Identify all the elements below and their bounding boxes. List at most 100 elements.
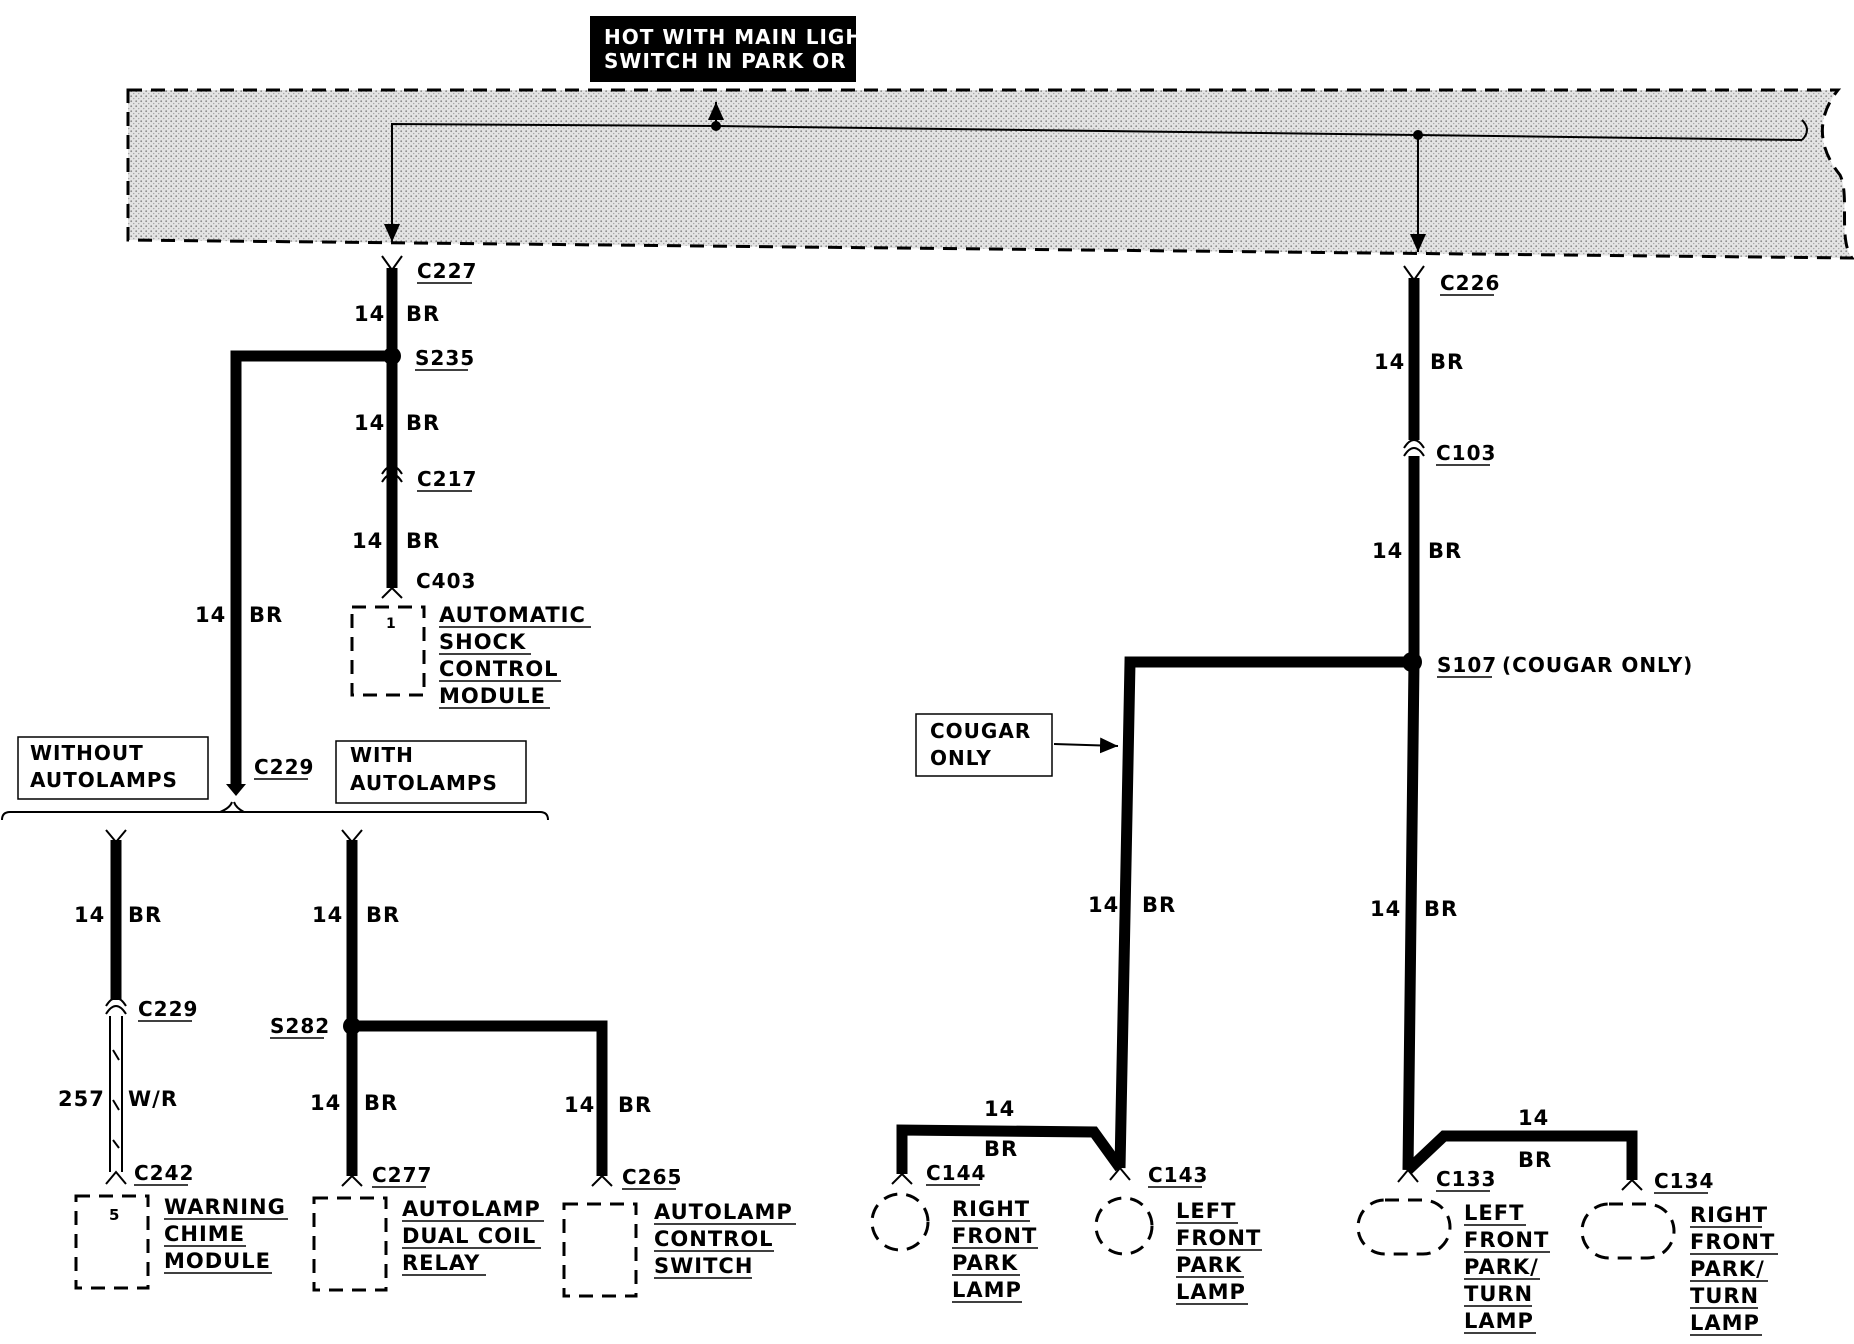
c103-label: C103 bbox=[1436, 441, 1496, 465]
c134-label: C134 bbox=[1654, 1169, 1714, 1193]
svg-text:FRONT: FRONT bbox=[1690, 1230, 1775, 1254]
rf-park-lamp-label: RIGHT FRONT PARK LAMP bbox=[952, 1197, 1038, 1303]
wire-gauge: 14 bbox=[1370, 897, 1401, 921]
c229-label: C229 bbox=[254, 755, 314, 779]
c144-label: C144 bbox=[926, 1161, 986, 1185]
chime-pin: 5 bbox=[109, 1206, 120, 1224]
svg-text:FRONT: FRONT bbox=[952, 1224, 1037, 1248]
lf-turn-lamp-bulb bbox=[1356, 1198, 1452, 1256]
svg-text:LAMP: LAMP bbox=[1464, 1309, 1534, 1333]
svg-text:PARK/: PARK/ bbox=[1464, 1255, 1539, 1279]
lf-park-lamp-label: LEFT FRONT PARK LAMP bbox=[1176, 1199, 1262, 1305]
svg-text:AUTOLAMP: AUTOLAMP bbox=[402, 1197, 541, 1221]
wire-color: BR bbox=[1428, 539, 1462, 563]
svg-text:SWITCH: SWITCH bbox=[654, 1254, 753, 1278]
wire-color: BR bbox=[406, 529, 440, 553]
wire-gauge: 14 bbox=[984, 1097, 1015, 1121]
svg-text:LAMP: LAMP bbox=[1690, 1311, 1760, 1335]
main-light-switch-area bbox=[126, 88, 1854, 260]
wire-gauge: 14 bbox=[1374, 350, 1405, 374]
relay-label: AUTOLAMP DUAL COIL RELAY bbox=[402, 1197, 544, 1276]
s235-label: S235 bbox=[415, 346, 475, 370]
wire-gauge: 14 bbox=[195, 603, 226, 627]
right-circuit bbox=[891, 265, 1643, 1191]
hot-label-line1: HOT WITH MAIN LIGHT bbox=[604, 25, 878, 49]
svg-text:PARK: PARK bbox=[1176, 1253, 1242, 1277]
svg-text:MODULE: MODULE bbox=[439, 684, 546, 708]
without-autolamps-box: WITHOUT AUTOLAMPS bbox=[17, 736, 209, 800]
wire-color: BR bbox=[984, 1137, 1018, 1161]
switch-box bbox=[562, 1202, 638, 1298]
c242-label: C242 bbox=[134, 1161, 194, 1185]
wire-color: BR bbox=[406, 302, 440, 326]
svg-text:DUAL COIL: DUAL COIL bbox=[402, 1224, 536, 1248]
wire-gauge: 14 bbox=[564, 1093, 595, 1117]
chime-module-box bbox=[74, 1194, 150, 1290]
c277-label: C277 bbox=[372, 1163, 432, 1187]
svg-text:AUTOLAMP: AUTOLAMP bbox=[654, 1200, 793, 1224]
left-circuit bbox=[230, 255, 403, 784]
svg-text:TURN: TURN bbox=[1690, 1284, 1759, 1308]
shock-module-box bbox=[350, 605, 426, 697]
hot-label-line2: SWITCH IN PARK OR HEAD bbox=[604, 49, 921, 73]
svg-text:TURN: TURN bbox=[1464, 1282, 1533, 1306]
c265-label: C265 bbox=[622, 1165, 682, 1189]
svg-text:CONTROL: CONTROL bbox=[439, 657, 559, 681]
wire-gauge: 14 bbox=[352, 529, 383, 553]
chime-wire-color: W/R bbox=[128, 1087, 178, 1111]
wire-color: BR bbox=[618, 1093, 652, 1117]
wire-color: BR bbox=[128, 903, 162, 927]
cougar-only-box: COUGAR ONLY bbox=[915, 713, 1119, 777]
wire-gauge: 14 bbox=[74, 903, 105, 927]
svg-text:RIGHT: RIGHT bbox=[1690, 1203, 1768, 1227]
svg-text:SHOCK: SHOCK bbox=[439, 630, 526, 654]
switch-label: AUTOLAMP CONTROL SWITCH bbox=[654, 1200, 796, 1279]
svg-text:LAMP: LAMP bbox=[952, 1278, 1022, 1302]
svg-text:LEFT: LEFT bbox=[1176, 1199, 1236, 1223]
svg-text:RIGHT: RIGHT bbox=[952, 1197, 1030, 1221]
s282-label: S282 bbox=[270, 1014, 330, 1038]
wire-gauge: 14 bbox=[310, 1091, 341, 1115]
svg-text:AUTOMATIC: AUTOMATIC bbox=[439, 603, 586, 627]
wire-gauge: 14 bbox=[1518, 1106, 1549, 1130]
c217-label: C217 bbox=[417, 467, 477, 491]
autolamp-branch bbox=[341, 829, 613, 1187]
wire-color: BR bbox=[406, 411, 440, 435]
svg-text:LAMP: LAMP bbox=[1176, 1280, 1246, 1304]
svg-text:WITH: WITH bbox=[350, 743, 414, 767]
wire-gauge: 14 bbox=[312, 903, 343, 927]
shock-module-label: AUTOMATIC SHOCK CONTROL MODULE bbox=[439, 603, 591, 709]
svg-text:RELAY: RELAY bbox=[402, 1251, 480, 1275]
svg-text:MODULE: MODULE bbox=[164, 1249, 271, 1273]
wire-color: BR bbox=[1430, 350, 1464, 374]
svg-text:FRONT: FRONT bbox=[1176, 1226, 1261, 1250]
lf-turn-lamp-label: LEFT FRONT PARK/ TURN LAMP bbox=[1464, 1201, 1550, 1334]
with-autolamps-box: WITH AUTOLAMPS bbox=[335, 740, 527, 804]
c143-label: C143 bbox=[1148, 1163, 1208, 1187]
svg-text:COUGAR: COUGAR bbox=[930, 719, 1031, 743]
c403-label: C403 bbox=[416, 569, 476, 593]
svg-text:WARNING: WARNING bbox=[164, 1195, 286, 1219]
rf-turn-lamp-bulb bbox=[1580, 1202, 1676, 1260]
c226-label: C226 bbox=[1440, 271, 1500, 295]
svg-text:PARK/: PARK/ bbox=[1690, 1257, 1765, 1281]
c229-lower-label: C229 bbox=[138, 997, 198, 1021]
svg-text:AUTOLAMPS: AUTOLAMPS bbox=[350, 771, 498, 795]
relay-box bbox=[312, 1196, 388, 1292]
svg-text:CONTROL: CONTROL bbox=[654, 1227, 774, 1251]
rf-turn-lamp-label: RIGHT FRONT PARK/ TURN LAMP bbox=[1690, 1203, 1778, 1336]
wire-color: BR bbox=[364, 1091, 398, 1115]
s107-label: S107 bbox=[1437, 653, 1497, 677]
wire-color: BR bbox=[1518, 1148, 1552, 1172]
svg-text:CHIME: CHIME bbox=[164, 1222, 245, 1246]
svg-text:FRONT: FRONT bbox=[1464, 1228, 1549, 1252]
wire-color: BR bbox=[366, 903, 400, 927]
rf-park-lamp-bulb bbox=[870, 1192, 930, 1252]
chime-module-label: WARNING CHIME MODULE bbox=[164, 1195, 288, 1274]
svg-text:WITHOUT: WITHOUT bbox=[30, 741, 144, 765]
hot-label-box: HOT WITH MAIN LIGHT SWITCH IN PARK OR HE… bbox=[590, 16, 921, 82]
chime-wire-gauge: 257 bbox=[58, 1087, 105, 1111]
c133-label: C133 bbox=[1436, 1167, 1496, 1191]
wire-color: BR bbox=[1142, 893, 1176, 917]
